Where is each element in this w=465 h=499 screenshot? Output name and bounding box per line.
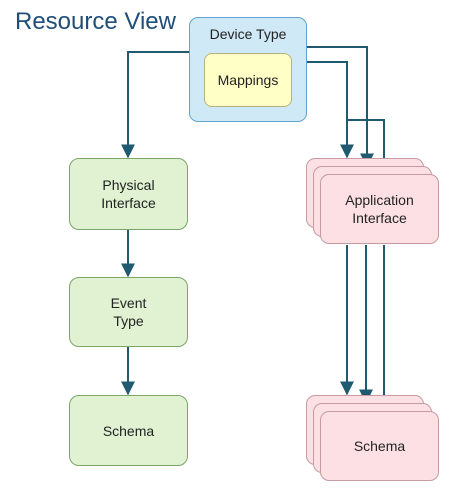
device-type-label: Device Type [209, 26, 287, 42]
event-type-box: Event Type [69, 277, 188, 347]
left-schema-box: Schema [69, 395, 188, 466]
mappings-box: Mappings [204, 53, 292, 107]
arrow-device-to-physical-interface [121, 51, 189, 159]
arrow-device-to-app-interface-1 [307, 46, 374, 168]
right-schema-box: Schema [320, 411, 439, 481]
diagram-title: Resource View [15, 8, 176, 35]
application-interface-box: Application Interface [320, 174, 439, 244]
physical-interface-box: Physical Interface [69, 158, 188, 230]
